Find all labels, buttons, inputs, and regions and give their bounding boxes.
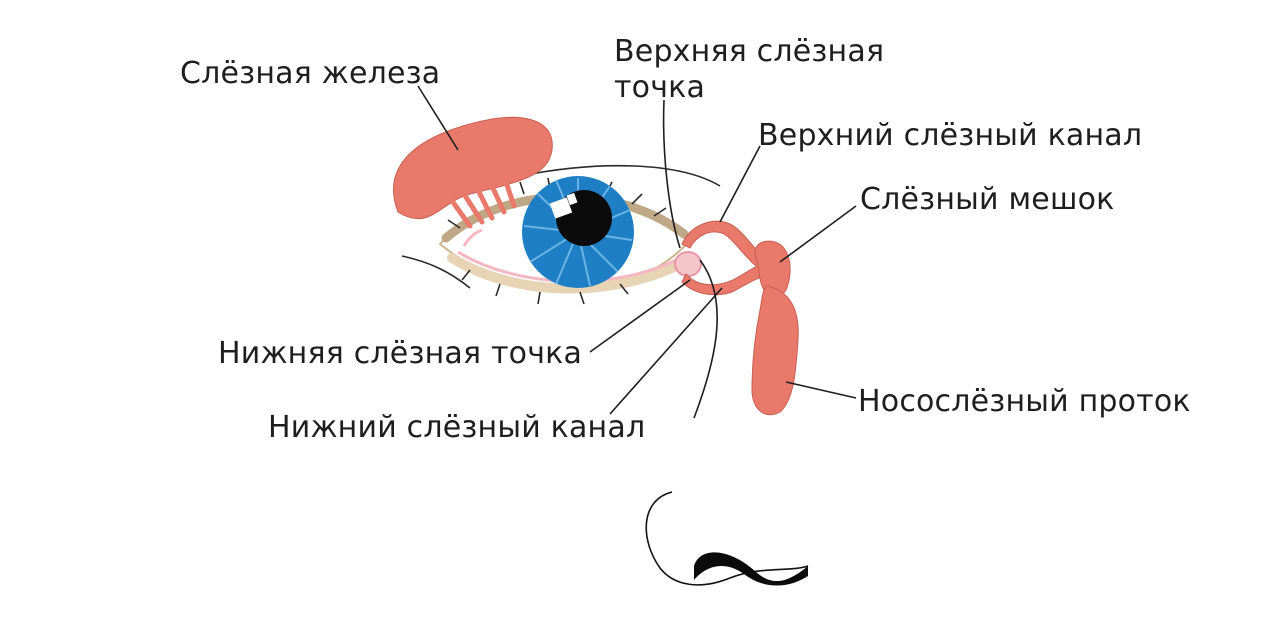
leader-lower-canal [609,287,723,415]
label-lacrimal-sac: Слёзный мешок [860,182,1115,217]
nostril [694,552,808,586]
label-upper-punctum: Верхняя слёзная точка [614,34,885,105]
label-nasolacrimal-duct: Носослёзный проток [858,384,1191,419]
label-lower-punctum: Нижняя слёзная точка [218,336,583,371]
lacrimal-gland [393,116,553,229]
face-contour [401,164,721,289]
nose-outline [645,491,809,586]
label-lacrimal-gland: Слёзная железа [180,56,441,91]
leader-lines [417,85,857,419]
leader-lower-punctum [589,279,691,353]
leader-upper-canal [719,145,761,223]
label-lower-canaliculus: Нижний слёзный канал [268,410,646,445]
leader-sac [779,205,857,263]
leader-duct [785,381,857,399]
label-upper-canaliculus: Верхний слёзный канал [758,118,1143,153]
pupil-highlight [549,197,573,219]
nasolacrimal-duct [751,285,799,416]
caruncle [674,251,702,277]
lacrimal-sac [754,240,791,298]
leader-upper-punctum [662,99,681,249]
leader-gland [417,85,459,151]
upper-canaliculus [681,220,763,267]
eyeball [522,176,634,288]
leader-lower-canal-2 [693,259,718,419]
drainage-system [681,220,799,416]
